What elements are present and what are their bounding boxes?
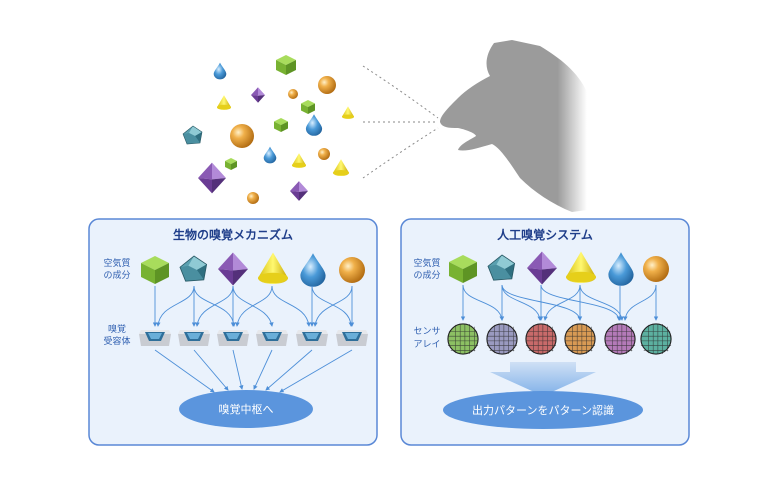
molecule-to-sensor-arrows: [460, 284, 659, 321]
right-panel-title: 人工嗅覚システム: [497, 227, 593, 242]
sphere-molecule-icon: [288, 89, 298, 99]
sensor-icon: [564, 323, 596, 355]
cone-molecule-icon: [292, 153, 306, 168]
sphere-molecule-icon: [339, 257, 365, 283]
sphere-molecule-icon: [318, 76, 336, 94]
right-sensor-label-line2: アレイ: [413, 340, 440, 350]
sensor-icon: [525, 323, 557, 355]
cone-molecule-icon: [333, 159, 349, 176]
cone-molecule-icon: [342, 106, 354, 119]
olfactory-receptor-icon: [256, 330, 288, 346]
left-receptor-label-line2: 受容体: [103, 335, 130, 347]
sphere-molecule-icon: [318, 148, 330, 160]
drop-molecule-icon: [263, 146, 277, 164]
sphere-molecule-icon: [230, 124, 254, 148]
sensor-icon: [604, 323, 636, 355]
right-sensor-label-line1: センサ: [413, 326, 440, 337]
dodecahedron-molecule-icon: [182, 125, 203, 145]
left-panel: 生物の嗅覚メカニズム 空気質 の成分 嗅覚 受容体: [88, 218, 378, 446]
olfactory-receptor-icon: [178, 330, 210, 346]
left-air-label-line1: 空気質: [103, 257, 130, 269]
drop-molecule-icon: [213, 62, 227, 80]
sphere-molecule-icon: [643, 256, 669, 282]
cube-molecule-icon: [225, 158, 237, 170]
left-air-label-line2: の成分: [103, 269, 130, 281]
cube-molecule-icon: [301, 100, 315, 114]
sphere-molecule-icon: [247, 192, 259, 204]
cube-molecule-icon: [276, 55, 296, 75]
octahedron-molecule-icon: [251, 87, 265, 103]
right-air-label-line2: の成分: [413, 269, 440, 281]
olfactory-receptor-icon: [296, 330, 328, 346]
pattern-recognition-pill: [443, 391, 643, 429]
odor-molecule-cloud: [182, 55, 354, 204]
molecule-to-receptor-arrows: [152, 285, 355, 327]
olfactory-receptor-icon: [336, 330, 368, 346]
olfactory-center-pill: [179, 390, 313, 428]
sensor-icon: [447, 323, 479, 355]
cone-molecule-icon: [217, 95, 231, 110]
octahedron-molecule-icon: [198, 162, 226, 194]
sensor-icon: [486, 323, 518, 355]
olfactory-receptor-icon: [217, 330, 249, 346]
big-down-arrow: [490, 362, 596, 396]
right-air-label-line1: 空気質: [413, 257, 440, 269]
sensor-icon: [640, 323, 672, 355]
receptor-to-brain-arrows: [154, 349, 353, 393]
drop-molecule-icon: [305, 114, 323, 136]
olfactory-receptor-icon: [139, 330, 171, 346]
right-panel: 人工嗅覚システム 空気質 の成分 センサ アレイ: [400, 218, 690, 446]
scent-trails: [362, 65, 439, 179]
left-panel-title: 生物の嗅覚メカニズム: [173, 227, 293, 242]
pattern-recognition-label: 出力パターンをパターン認識: [472, 403, 614, 417]
olfactory-center-label: 嗅覚中枢へ: [219, 402, 274, 416]
left-receptor-label-line1: 嗅覚: [108, 323, 126, 335]
octahedron-molecule-icon: [290, 181, 308, 201]
dog-head-silhouette: [440, 40, 587, 212]
cube-molecule-icon: [274, 118, 288, 132]
